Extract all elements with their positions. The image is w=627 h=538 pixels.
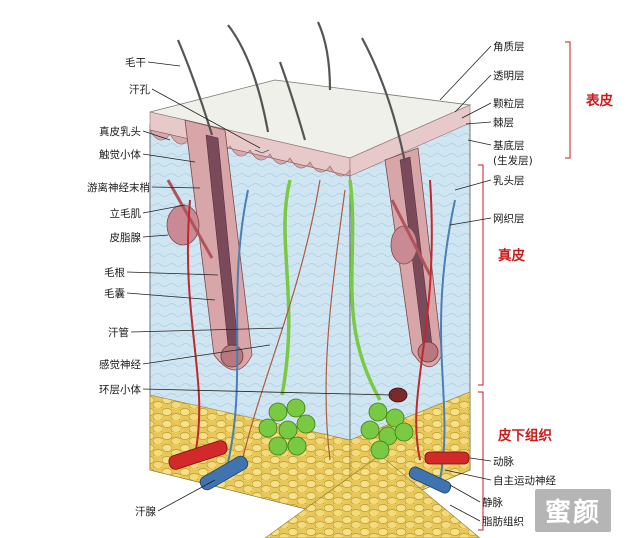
label-stratum-basale: 基底层	[493, 139, 525, 152]
label-reticular-layer: 网织层	[493, 213, 525, 225]
label-adipose-tissue: 脂肪组织	[482, 515, 524, 528]
label-sebaceous-gland: 皮脂腺	[110, 231, 142, 244]
epidermis-bracket	[565, 42, 570, 158]
label-pacinian-corpuscle: 环层小体	[99, 384, 141, 396]
label-hair-shaft: 毛干	[125, 57, 146, 69]
label-subcutaneous-tissue: 皮下组织	[498, 427, 552, 444]
label-arrector-pili: 立毛肌	[110, 207, 142, 220]
label-hair-root: 毛根	[104, 266, 125, 279]
right-sebaceous-gland	[391, 226, 417, 264]
left-hair-bulb	[221, 345, 243, 367]
label-sweat-gland: 汗腺	[135, 505, 156, 518]
label-sensory-nerve: 感觉神经	[99, 358, 141, 371]
label-vein: 静脉	[482, 496, 503, 509]
watermark: 蜜颜	[535, 489, 611, 532]
hair-shaft	[318, 22, 330, 90]
label-meissner-corpuscle: 触觉小体	[99, 148, 141, 161]
label-sweat-pore: 汗孔	[129, 83, 150, 96]
label-autonomic-nerve: 自主运动神经	[493, 474, 556, 487]
label-artery: 动脉	[493, 455, 514, 468]
label-hair-follicle: 毛囊	[104, 287, 125, 300]
left-labels: 毛干 汗孔 真皮乳头 触觉小体 游离神经末梢 立毛肌 皮脂腺 毛根 毛囊 汗管 …	[87, 57, 156, 518]
label-germinative-layer: (生发层)	[493, 154, 533, 167]
label-stratum-granulosum: 颗粒层	[493, 97, 525, 110]
label-stratum-lucidum: 透明层	[493, 70, 525, 82]
label-epidermis: 表皮	[586, 92, 614, 109]
label-papillary-layer: 乳头层	[493, 174, 525, 187]
right-labels: 角质层 透明层 颗粒层 棘层 基底层 (生发层) 乳头层 网织层 动脉 自主运动…	[482, 41, 556, 528]
subcutis-bracket	[478, 392, 483, 530]
label-free-nerve-ending: 游离神经末梢	[87, 181, 150, 194]
dermis-bracket	[478, 165, 483, 385]
label-dermis: 真皮	[498, 247, 526, 264]
label-dermal-papilla: 真皮乳头	[99, 125, 141, 138]
layer-brackets	[478, 42, 570, 530]
artery-right	[425, 452, 469, 464]
label-stratum-corneum: 角质层	[493, 41, 525, 53]
label-stratum-spinosum: 棘层	[493, 117, 514, 129]
label-sweat-duct: 汗管	[108, 326, 129, 339]
